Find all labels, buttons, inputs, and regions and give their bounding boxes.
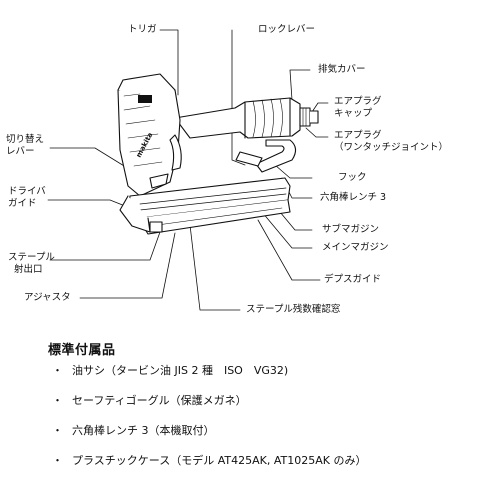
accessory-item-goggles: ・セーフティゴーグル（保護メガネ） [52,394,247,407]
label-hook: フック [338,172,367,183]
leader-lines [47,29,329,311]
label-switch-lever: 切り替え レバー [6,134,45,157]
label-staple-window: ステープル残数確認窓 [246,304,341,315]
bullet: ・ [52,394,63,407]
accessories-title: 標準付属品 [48,343,116,358]
label-staple-outlet: ステープル 射出口 [8,252,55,275]
label-sub-magazine: サブマガジン [322,224,380,235]
label-hex-wrench: 六角棒レンチ 3 [320,192,387,203]
label-lock-lever: ロックレバー [258,24,316,35]
accessory-item-case: ・プラスチックケース（モデル AT425AK, AT1025AK のみ） [52,454,367,467]
stapler-diagram: makita [47,29,329,311]
label-adjuster: アジャスタ [24,292,71,303]
label-main-magazine: メインマガジン [322,242,389,253]
label-trigger: トリガ [128,24,157,35]
label-depth-guide: デプスガイド [324,274,382,285]
bullet: ・ [52,424,63,437]
bullet: ・ [52,364,63,377]
stapler-body [117,73,319,235]
label-exhaust-cover: 排気カバー [318,64,366,75]
label-driver-guide: ドライバ ガイド [8,186,46,209]
accessory-item-hex-wrench: ・六角棒レンチ 3（本機取付） [52,424,215,437]
label-air-plug: エアプラグ （ワンタッチジョイント） [334,130,449,153]
accessory-item-oiler: ・油サシ（タービン油 JIS 2 種 ISO VG32) [52,364,289,377]
bullet: ・ [52,454,63,467]
label-air-plug-cap: エアプラグ キャップ [334,96,382,119]
